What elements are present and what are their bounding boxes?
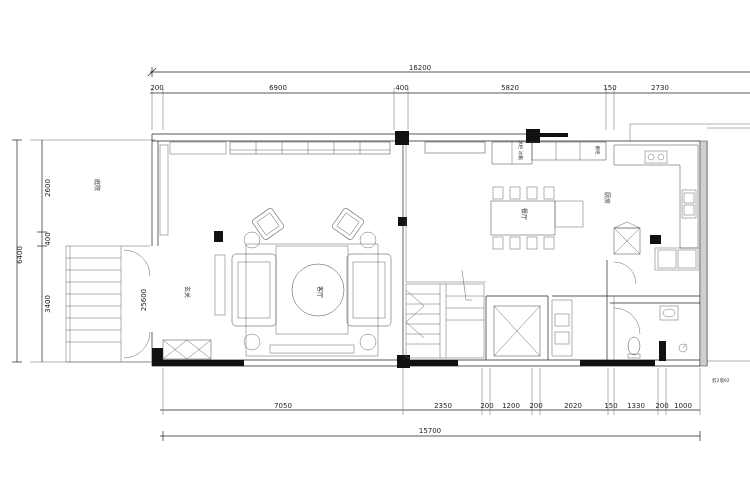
dim-bottom-seg-2: 2350 bbox=[434, 402, 452, 410]
dim-bottom-seg-10: 1000 bbox=[674, 402, 692, 410]
left-dimension-total: 6400 bbox=[12, 139, 24, 363]
column-mid-center bbox=[398, 217, 407, 226]
dim-top-seg-2: 6900 bbox=[269, 84, 287, 92]
sofa-right bbox=[346, 253, 392, 327]
column-bath bbox=[659, 341, 666, 361]
top-dimension-total: 16200 bbox=[147, 64, 750, 77]
dim-top-seg-3: 400 bbox=[395, 84, 408, 92]
column-kitchen bbox=[650, 235, 661, 244]
dining-set bbox=[490, 186, 584, 250]
dim-top-seg-1: 200 bbox=[150, 84, 163, 92]
room-label-dining: 餐厅 bbox=[520, 208, 528, 220]
top-dimension-segments: 200 6900 400 5820 150 2730 bbox=[150, 84, 750, 130]
column-living bbox=[214, 231, 223, 242]
entry-steps bbox=[65, 245, 122, 363]
sofa-left bbox=[231, 253, 277, 327]
dim-bottom-seg-5: 200 bbox=[529, 402, 542, 410]
dim-bottom-seg-9: 200 bbox=[655, 402, 668, 410]
wall-right-hatch bbox=[699, 140, 708, 367]
wall-cabinets bbox=[169, 141, 391, 155]
entry-door-swing bbox=[123, 249, 151, 359]
room-label-entrance: 玄关 bbox=[183, 286, 191, 298]
dim-bottom-seg-6: 2020 bbox=[564, 402, 582, 410]
wall-bottom-mid bbox=[410, 360, 458, 366]
dim-bottom-seg-7: 150 bbox=[604, 402, 617, 410]
left-dimension-segments: 2600 400 3400 bbox=[30, 139, 155, 363]
dim-top-seg-6: 2730 bbox=[651, 84, 669, 92]
toilet bbox=[627, 336, 641, 356]
dim-bottom-seg-4: 1200 bbox=[502, 402, 520, 410]
dim-left-seg-2: 400 bbox=[44, 232, 52, 245]
room-label-kitchen: 厨房 bbox=[603, 192, 611, 204]
room-label-living: 客厅 bbox=[316, 286, 324, 298]
fridge-cabinet-label: 冰柜 冰箱 bbox=[517, 140, 524, 160]
coffee-table bbox=[291, 263, 345, 317]
dim-bottom-seg-3: 200 bbox=[480, 402, 493, 410]
dim-top-seg-5: 150 bbox=[603, 84, 616, 92]
bottom-dimension-segments: 7050 2350 200 1200 200 2020 150 1330 200… bbox=[160, 368, 701, 415]
column-mid-top bbox=[395, 131, 409, 145]
wall-bottom-left bbox=[152, 360, 244, 366]
column-tl bbox=[152, 348, 163, 366]
dim-left-total: 6400 bbox=[16, 246, 24, 264]
sofa-set bbox=[231, 208, 392, 357]
dim-inner-left: 25600 bbox=[140, 289, 148, 311]
bottom-dimension-total: 15700 bbox=[160, 427, 701, 441]
shoe-cabinet bbox=[162, 339, 212, 360]
kitchen-appliance bbox=[613, 221, 641, 255]
dim-top-total: 16200 bbox=[409, 64, 431, 72]
column-mid-bottom bbox=[397, 355, 410, 368]
interior-stairs bbox=[405, 269, 485, 359]
room-label-courtyard: 庭院 bbox=[93, 179, 101, 191]
elevator-shaft bbox=[493, 305, 541, 357]
right-edge-note: 剪2墙92 bbox=[712, 377, 730, 384]
wall-kitchen-top bbox=[540, 133, 568, 137]
dim-bottom-seg-8: 1330 bbox=[627, 402, 645, 410]
dim-left-seg-3: 3400 bbox=[44, 295, 52, 313]
wall-bottom-right bbox=[580, 360, 655, 366]
dim-bottom-seg-1: 7050 bbox=[274, 402, 292, 410]
storage-closet bbox=[551, 299, 573, 357]
dim-left-seg-1: 2600 bbox=[44, 179, 52, 197]
bathroom bbox=[613, 305, 688, 359]
kitchen-door-swing bbox=[613, 261, 637, 285]
column-kitchen-top bbox=[526, 129, 540, 143]
kitchen-cabinet bbox=[531, 141, 607, 161]
outer-walls bbox=[151, 123, 750, 367]
kitchen-cabinet-label: 橱柜 bbox=[594, 146, 601, 155]
dim-bottom-total: 15700 bbox=[419, 427, 441, 435]
dim-top-seg-4: 5820 bbox=[501, 84, 519, 92]
entrance-zone bbox=[159, 144, 226, 360]
kitchen-counter bbox=[613, 144, 699, 271]
